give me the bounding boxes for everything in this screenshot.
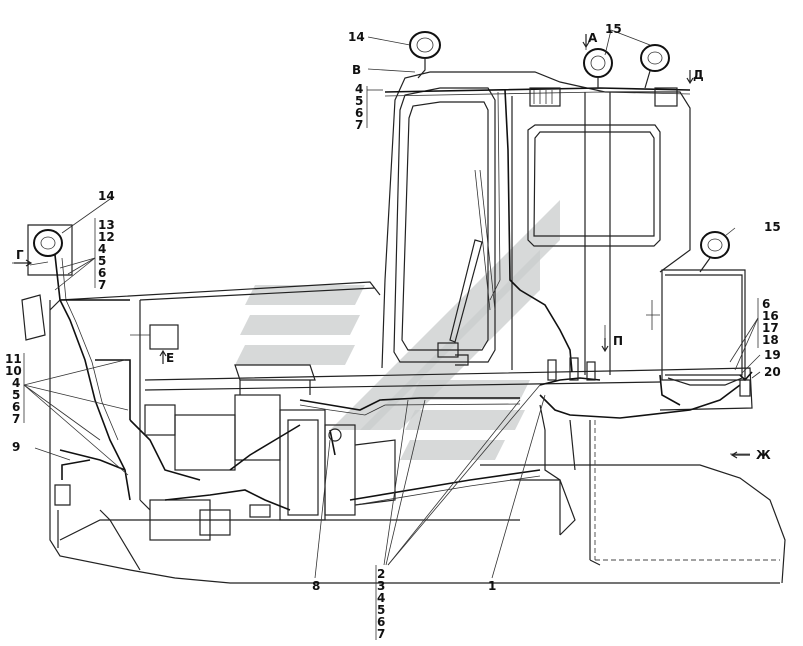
callout-stack-bottom-5: 6 <box>377 615 385 629</box>
callout-19: 19 <box>764 348 781 362</box>
callout-stack-right-1: 6 <box>762 297 770 311</box>
callout-stack-left-3: 4 <box>98 242 106 256</box>
callout-stack-left-5: 6 <box>98 266 106 280</box>
machine-outline <box>49 281 786 584</box>
callout-15-right: 15 <box>764 220 781 234</box>
callout-stack-bottom-6: 7 <box>377 627 385 641</box>
callout-stack-cab-2: 5 <box>355 94 363 108</box>
callout-stack-mid-3: 4 <box>12 376 20 390</box>
right-wiring <box>539 357 753 419</box>
callout-stack-mid-2: 10 <box>5 364 22 378</box>
engine-block <box>144 364 541 541</box>
callout-G: Г <box>16 248 24 262</box>
callout-stack-cab-3: 6 <box>355 106 363 120</box>
callout-14-top: 14 <box>348 30 365 44</box>
callout-D: Д <box>693 68 704 82</box>
callout-stack-mid-1: 11 <box>5 352 22 366</box>
callout-stack-right-3: 17 <box>762 321 779 335</box>
callout-stack-cab-1: 4 <box>355 82 363 96</box>
callout-stack-cab-4: 7 <box>355 118 363 132</box>
cab <box>381 71 746 386</box>
callout-stack-left-6: 7 <box>98 278 106 292</box>
callout-stack-left-2: 12 <box>98 230 115 244</box>
callout-stack-right-4: 18 <box>762 333 779 347</box>
callout-stack-mid-6: 7 <box>12 412 20 426</box>
callout-P: П <box>613 334 623 348</box>
left-wiring <box>54 254 201 506</box>
leader-lines <box>12 29 761 640</box>
callout-V: В <box>352 63 361 77</box>
watermark-logo <box>235 200 560 460</box>
callouts: 14 В 4 5 6 7 А 15 Д 14 13 12 4 5 6 7 Г Е… <box>5 22 781 641</box>
callout-14-left: 14 <box>98 189 115 203</box>
callout-A: А <box>588 31 598 45</box>
callout-E: Е <box>166 351 174 365</box>
callout-stack-right-2: 16 <box>762 309 779 323</box>
roof-wiring <box>384 87 691 373</box>
headlamp-top-right <box>640 44 670 89</box>
callout-stack-left-1: 13 <box>98 218 115 232</box>
headlamp-right <box>699 231 730 273</box>
callout-stack-left-4: 5 <box>98 254 106 268</box>
callout-Zh: Ж <box>756 448 771 462</box>
callout-8: 8 <box>312 579 320 593</box>
headlamp-left <box>21 224 73 341</box>
callout-15-top: 15 <box>605 22 622 36</box>
headlamp-top-left <box>409 31 441 79</box>
callout-20: 20 <box>764 365 781 379</box>
callout-stack-bottom-1: 2 <box>377 567 385 581</box>
callout-stack-mid-5: 6 <box>12 400 20 414</box>
callout-stack-bottom-4: 5 <box>377 603 385 617</box>
callout-9: 9 <box>12 440 20 454</box>
headlamp-top-center <box>583 48 613 88</box>
callout-stack-bottom-3: 4 <box>377 591 385 605</box>
wiper <box>449 169 496 343</box>
callout-stack-bottom-2: 3 <box>377 579 385 593</box>
view-arrows <box>14 34 750 459</box>
callout-1: 1 <box>488 579 496 593</box>
callout-stack-mid-4: 5 <box>12 388 20 402</box>
